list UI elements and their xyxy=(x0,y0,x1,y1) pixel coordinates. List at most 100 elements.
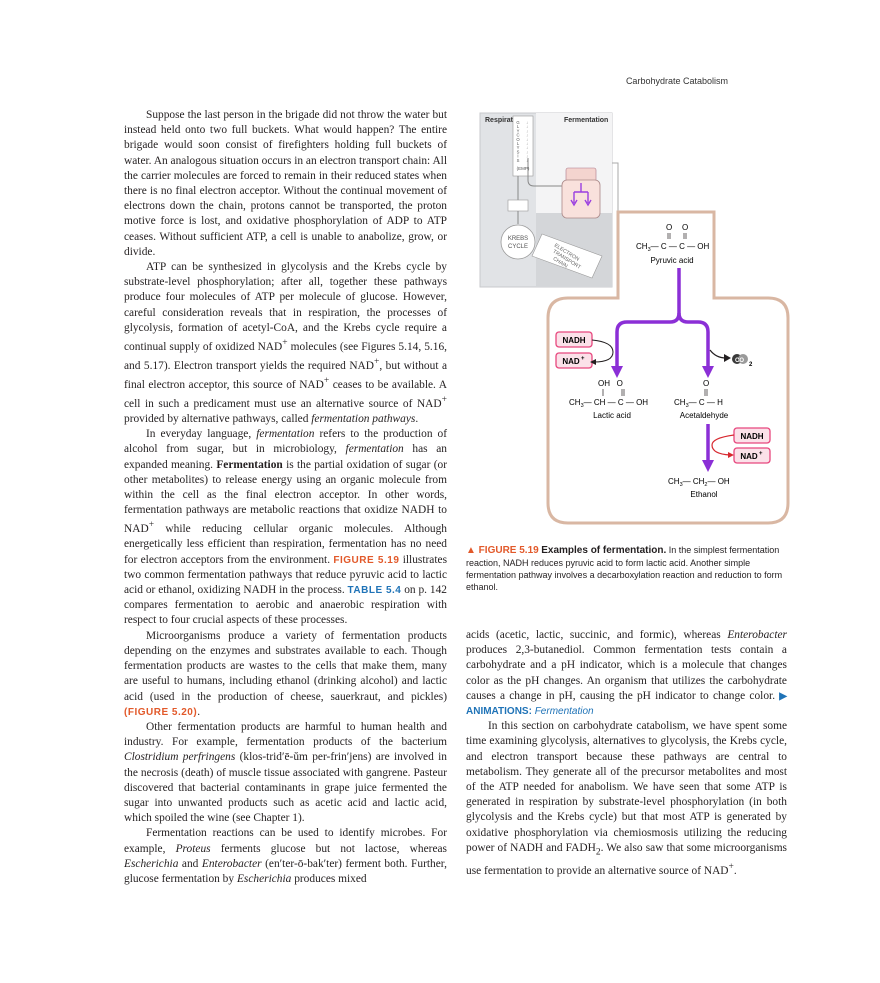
formula: — C — H xyxy=(689,398,723,407)
svg-text:CH3— CH2— OH: CH3— CH2— OH xyxy=(668,477,730,488)
svg-text:CH3— CH — C — OH: CH3— CH — C — OH xyxy=(569,398,648,409)
text-span: Other fermentation products are harmful … xyxy=(124,720,447,749)
formula: — CH xyxy=(683,477,705,486)
nad-label: NAD xyxy=(562,357,580,366)
paragraph: acids (acetic, lactic, succinic, and for… xyxy=(466,628,787,719)
subscript: 3 xyxy=(581,403,584,409)
text-span: produces 2,3-butanediol. Common fermenta… xyxy=(466,644,787,702)
table-ref-link[interactable]: TABLE 5.4 xyxy=(347,585,402,597)
text-span: produces mixed xyxy=(291,872,367,885)
pathway-arrow xyxy=(677,312,710,370)
glycolysis-step-arrow: ↓ xyxy=(526,154,528,159)
acetaldehyde-structure: O CH3— C — H Acetaldehyde xyxy=(674,379,729,420)
glycolysis-step-arrow: ↓ xyxy=(526,158,528,163)
text-span: (en′ter-ō-bak′ter) ferment both. Further… xyxy=(124,857,447,885)
text-span: and xyxy=(178,857,202,870)
caption-text: In the simplest fermentation reaction, N… xyxy=(466,545,783,592)
superscript: + xyxy=(728,862,734,873)
paragraph: Fermentation reactions can be used to id… xyxy=(124,826,447,887)
formula: CH xyxy=(636,242,648,251)
glycolysis-step-arrow: ↓ xyxy=(526,133,528,138)
text-span: provided by alternative pathways, called xyxy=(124,413,312,426)
text-span: . We also saw that some microorganisms u… xyxy=(466,841,787,878)
atom-o: O xyxy=(703,379,709,388)
text-span: . xyxy=(197,705,201,718)
nadh-label: NADH xyxy=(562,336,585,345)
figure-ref-link[interactable]: (FIGURE 5.20) xyxy=(124,706,198,718)
fermentation-frame xyxy=(546,210,790,525)
species-name: Enterobacter xyxy=(201,857,262,870)
figure-ref-link[interactable]: FIGURE 5.19 xyxy=(333,554,400,566)
nad-badge: NAD + xyxy=(733,447,771,464)
text-span: illustrates two common fermentation path… xyxy=(124,553,448,597)
ethanol-structure: CH3— CH2— OH Ethanol xyxy=(668,477,730,499)
lactic-acid-structure: OH O CH3— CH — C — OH Lactic acid xyxy=(569,379,648,420)
nad-label: NAD xyxy=(740,452,758,461)
atom-o: O xyxy=(682,223,688,232)
glycolysis-letter: Y xyxy=(517,145,520,150)
svg-text:CH3— C — H: CH3— C — H xyxy=(674,398,723,409)
animation-link[interactable]: Fermentation xyxy=(534,706,594,718)
emp-label: (EMP) xyxy=(517,166,530,171)
text-span: Fermentation reactions can be used to id… xyxy=(124,827,447,855)
nad-badge: NAD + xyxy=(555,352,593,369)
glycolysis-letter: S xyxy=(517,158,520,163)
caption-label: ▲ FIGURE 5.19 xyxy=(466,545,539,556)
glycolysis-letter: Y xyxy=(517,128,520,133)
text-span: molecules (see Figures 5.14, 5.16, and 5… xyxy=(124,340,448,372)
glycolysis-letters: G↓L↓Y↓C↓O↓L↓Y↓S↓I↓S↓ xyxy=(516,120,528,163)
krebs-label-2: CYCLE xyxy=(508,244,528,250)
glycolysis-letter: C xyxy=(516,133,519,138)
text-span: , but without a final electron acceptor,… xyxy=(124,359,447,391)
glycolysis-letter: L xyxy=(517,141,520,146)
superscript: + xyxy=(148,520,155,531)
nadh-arrow xyxy=(591,339,614,363)
formula: OH O xyxy=(598,379,623,388)
right-column: acids (acetic, lactic, succinic, and for… xyxy=(466,628,787,879)
text-span: while reducing cellular organic molecule… xyxy=(124,523,447,566)
formula: — C — C — OH xyxy=(651,242,710,251)
subscript: 3 xyxy=(648,247,651,253)
superscript: + xyxy=(581,356,585,362)
glycolysis-step-arrow: ↓ xyxy=(526,141,528,146)
figure-5-19: Respiration Fermentation G↓L↓Y↓C↓O↓L↓Y↓S… xyxy=(479,112,790,525)
text-span: . xyxy=(415,413,419,426)
subscript: 2 xyxy=(749,362,753,368)
species-name: Enterobacter xyxy=(727,629,787,641)
nadh-arrow xyxy=(711,434,735,456)
formula: CH xyxy=(668,477,680,486)
paragraph: Suppose the last person in the brigade d… xyxy=(124,108,447,260)
lactic-acid-label: Lactic acid xyxy=(593,411,631,420)
pyruvic-acid-structure: O O CH3— C — C — OH Pyruvic acid xyxy=(636,223,710,265)
paragraph: Other fermentation products are harmful … xyxy=(124,720,447,826)
fermentation-label: Fermentation xyxy=(564,117,608,124)
glycolysis-letter: O xyxy=(516,137,520,142)
superscript: + xyxy=(441,395,447,406)
superscript: + xyxy=(282,338,288,349)
paragraph: In everyday language, fermentation refer… xyxy=(124,427,447,628)
subscript: 2 xyxy=(595,847,601,858)
superscript: + xyxy=(374,357,380,368)
glycolysis-step-arrow: ↓ xyxy=(526,149,528,154)
text-span: In everyday language, xyxy=(146,428,257,441)
pyruvic-acid-label: Pyruvic acid xyxy=(650,256,693,265)
glycolysis-letter: G xyxy=(516,120,519,125)
atom-o: O xyxy=(666,223,672,232)
subscript: 3 xyxy=(686,403,689,409)
subscript: 3 xyxy=(680,482,683,488)
italic-term: fermentation xyxy=(345,443,404,456)
glycolysis-step-arrow: ↓ xyxy=(526,145,528,150)
italic-term: fermentation xyxy=(256,428,315,441)
superscript: + xyxy=(759,451,763,457)
animations-label: ▶ ANIMATIONS: xyxy=(466,690,787,718)
svg-text:CH3— C — C — OH: CH3— C — C — OH xyxy=(636,242,710,253)
figure-caption: ▲ FIGURE 5.19 Examples of fermentation. … xyxy=(466,544,788,593)
superscript: + xyxy=(323,376,330,387)
overview-panel: Respiration Fermentation G↓L↓Y↓C↓O↓L↓Y↓S… xyxy=(479,112,619,318)
text-span: on p. 142 compares fermentation to aerob… xyxy=(124,584,447,627)
text-span: ceases to be available. A cell in such a… xyxy=(124,378,447,410)
glycolysis-step-arrow: ↓ xyxy=(526,120,528,125)
text-span: acids (acetic, lactic, succinic, and for… xyxy=(466,629,728,641)
text-span: is the partial oxidation of sugar (or ot… xyxy=(124,458,447,536)
acetaldehyde-label: Acetaldehyde xyxy=(680,411,729,420)
